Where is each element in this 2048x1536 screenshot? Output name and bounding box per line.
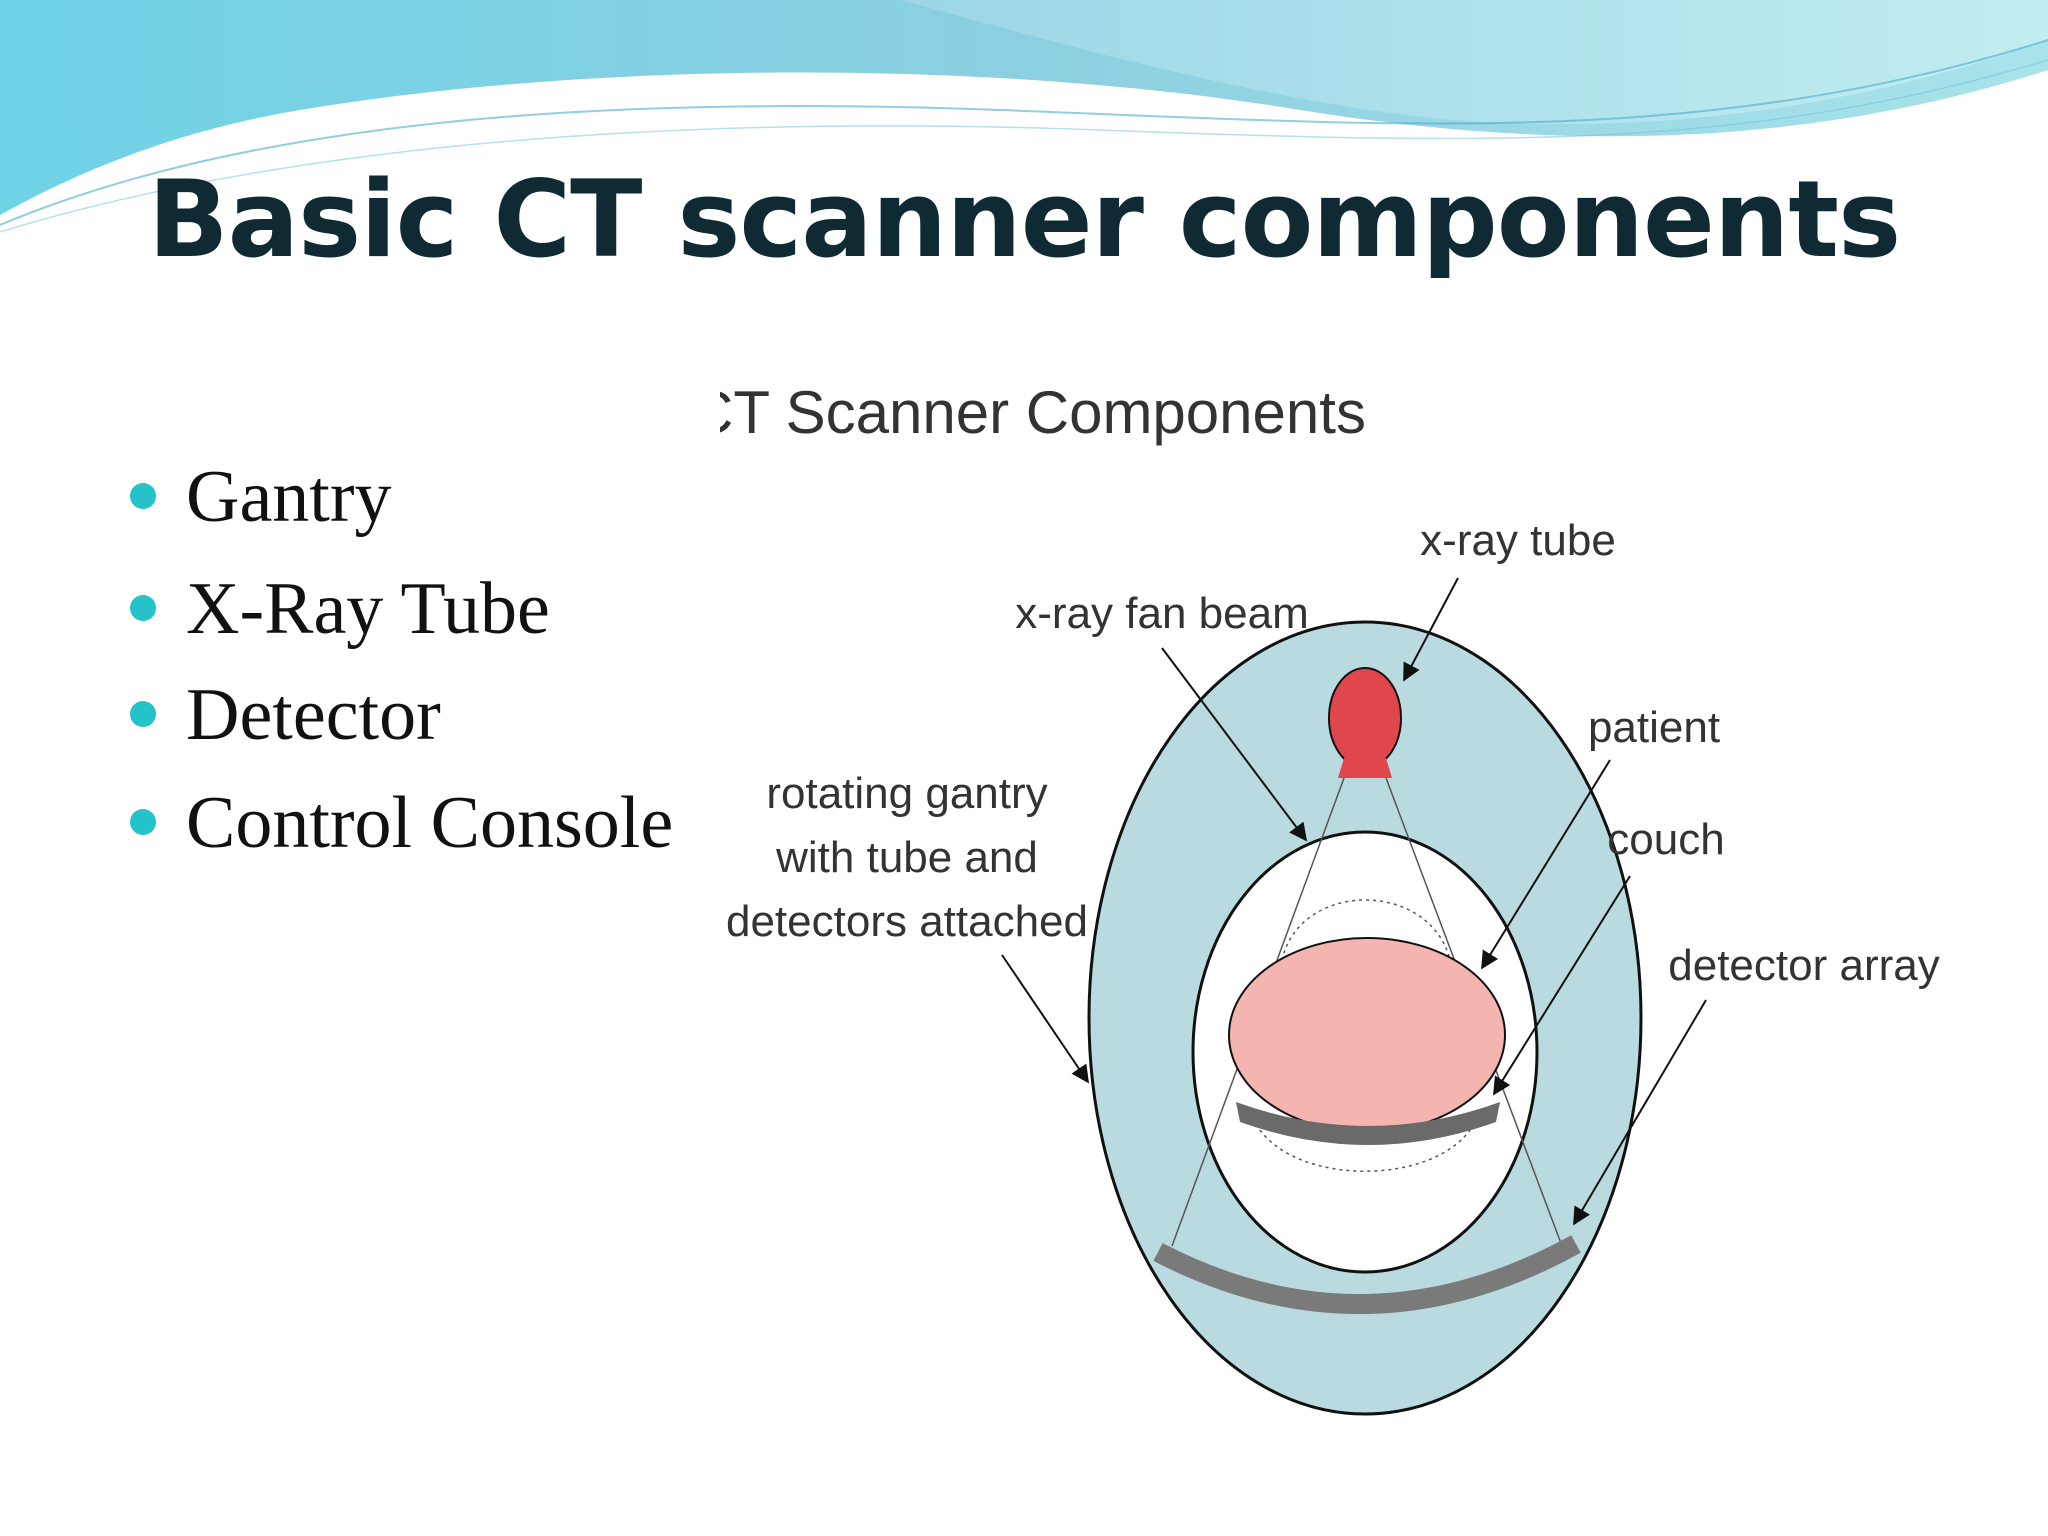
bullet-text: X-Ray Tube: [186, 568, 550, 650]
bullet-dot-icon: [130, 595, 156, 621]
diagram-title: CT Scanner Components: [720, 379, 1366, 446]
label-fan-beam: x-ray fan beam: [1015, 589, 1308, 638]
label-couch: couch: [1607, 815, 1724, 864]
bullet-item: Detector: [128, 673, 673, 781]
arrow-gantry: [1001, 954, 1090, 1084]
arrow-couch: [1493, 875, 1631, 1096]
patient-shape: [1228, 937, 1506, 1133]
bullet-text: Detector: [186, 674, 441, 756]
bullet-dot-icon: [130, 483, 156, 509]
bullet-item: Gantry: [128, 455, 673, 567]
label-xray-tube: x-ray tube: [1420, 516, 1616, 565]
slide-title: Basic CT scanner components: [147, 158, 1901, 281]
ct-scanner-diagram: CT Scanner Components x-ray tube x-ray f…: [720, 379, 1940, 1416]
arrow-detector-array: [1573, 999, 1707, 1226]
label-detector-array: detector array: [1668, 941, 1939, 990]
couch-shape: [1236, 1102, 1500, 1145]
label-gantry-line-3: detectors attached: [726, 897, 1088, 946]
bullet-list: Gantry X-Ray Tube Detector Control Conso…: [128, 455, 673, 866]
bullet-item: Control Console: [128, 781, 673, 866]
label-patient: patient: [1588, 703, 1720, 752]
bullet-item: X-Ray Tube: [128, 567, 673, 673]
bullet-text: Gantry: [186, 456, 392, 538]
detector-array-shape: [1153, 1235, 1581, 1314]
fan-beam-dotted-arc-top: [1281, 899, 1451, 961]
bullet-dot-icon: [130, 701, 156, 727]
bullet-dot-icon: [130, 809, 156, 835]
xray-tube-shape: [1328, 667, 1402, 769]
label-gantry-line-1: rotating gantry: [766, 769, 1047, 818]
arrow-fan-beam: [1161, 647, 1308, 842]
label-gantry-line-2: with tube and: [775, 833, 1038, 882]
arrow-patient: [1481, 759, 1611, 970]
header-waves: [0, 0, 2048, 233]
arrow-xray-tube: [1403, 577, 1459, 682]
xray-tube-collimator: [1338, 758, 1392, 778]
bullet-text: Control Console: [186, 782, 674, 864]
